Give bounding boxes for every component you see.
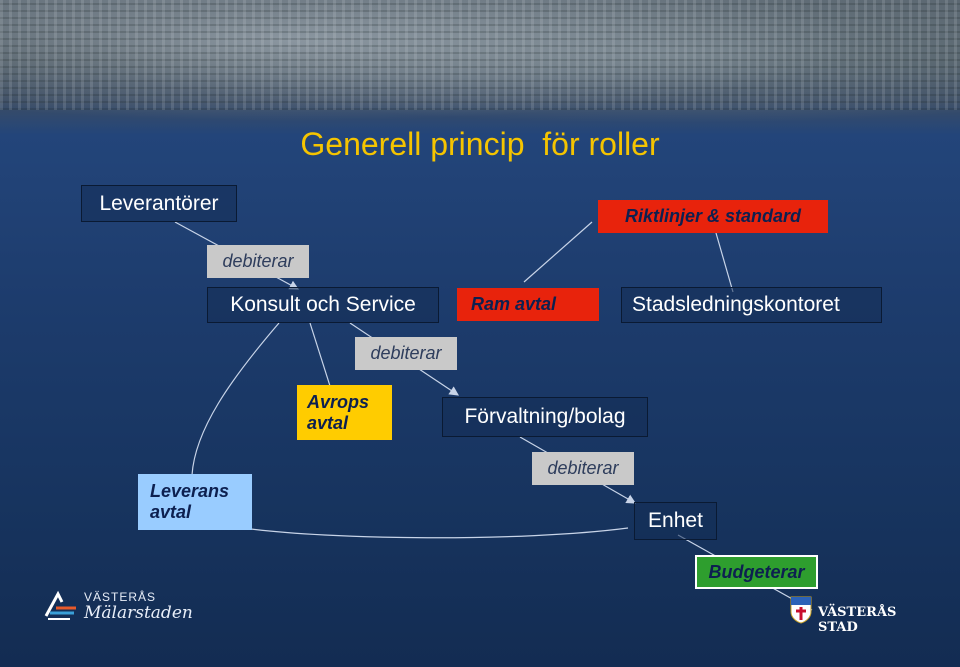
page-title: Generell princip för roller	[300, 126, 660, 162]
logo-right-text: VÄSTERÅS STAD	[818, 605, 897, 635]
node-enhet: Enhet	[634, 502, 717, 540]
node-ram-avtal: Ram avtal	[457, 288, 599, 321]
malarstaden-mark-icon	[44, 590, 76, 620]
node-riktlinjer-standard: Riktlinjer & standard	[598, 200, 828, 233]
node-budgeterar: Budgeterar	[695, 555, 818, 589]
node-leverans-avtal: Leverans avtal	[138, 474, 252, 530]
node-leverantorer: Leverantörer	[81, 185, 237, 222]
node-forvaltning-bolag: Förvaltning/bolag	[442, 397, 648, 437]
node-konsult-och-service: Konsult och Service	[207, 287, 439, 323]
edge-konsult-leverans	[191, 322, 280, 476]
city-aerial-photo	[0, 0, 960, 135]
vasteras-stad-logo: VÄSTERÅS STAD	[790, 596, 930, 635]
edge-riktlinjer-ram	[523, 221, 593, 283]
node-avrops-avtal: Avrops avtal	[297, 385, 392, 440]
edge-konsult-avrops	[309, 322, 331, 387]
city-shield-icon	[790, 596, 812, 624]
edge-riktlinjer-stadsledning	[715, 232, 734, 293]
node-stadsledningskontoret: Stadsledningskontoret	[621, 287, 882, 323]
label-debiterar-1: debiterar	[207, 245, 309, 278]
label-debiterar-3: debiterar	[532, 452, 634, 485]
vasteras-malarstaden-logo: VÄSTERÅS Mälarstaden	[44, 588, 193, 624]
logo-left-line2: Mälarstaden	[84, 603, 193, 623]
logo-left-line1: VÄSTERÅS	[84, 590, 157, 604]
edge-leverans-enhet	[242, 527, 629, 539]
label-debiterar-2: debiterar	[355, 337, 457, 370]
